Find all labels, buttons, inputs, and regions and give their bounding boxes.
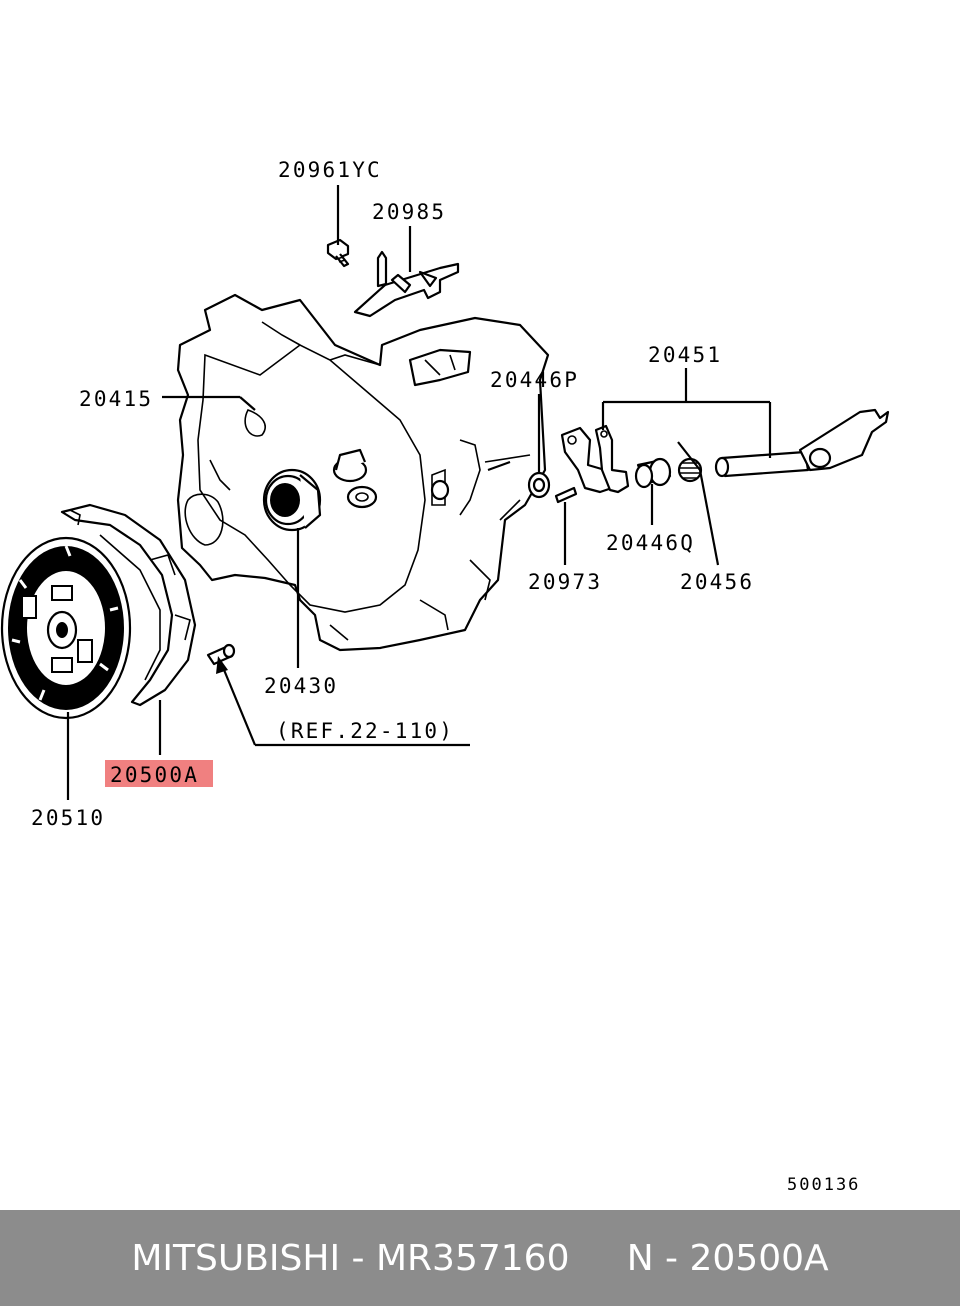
highlight-box [105, 760, 213, 787]
pilot-part [206, 643, 236, 666]
label-20510: 20510 [31, 806, 105, 830]
leader-lines [66, 185, 772, 800]
label-20415: 20415 [79, 387, 153, 411]
label-20985: 20985 [372, 200, 446, 224]
bushing-part [634, 457, 672, 489]
label-20961yc: 20961YC [278, 158, 382, 182]
label-20446q: 20446Q [606, 531, 695, 555]
label-20446p: 20446P [490, 368, 579, 392]
label-ref: (REF.22-110) [276, 719, 454, 743]
footer-callout: N - 20500A [626, 1237, 829, 1279]
label-20451: 20451 [648, 343, 722, 367]
pin-part [554, 486, 578, 504]
bracket-part [353, 250, 460, 318]
release-bearing-part [262, 468, 322, 532]
label-20430: 20430 [264, 674, 338, 698]
clutch-cover-part [60, 503, 197, 707]
footer-sep: - [340, 1237, 376, 1279]
label-20500a: 20500A [110, 763, 199, 787]
spring-part [677, 457, 703, 483]
footer-gap [569, 1238, 626, 1279]
bolt-part [326, 238, 350, 268]
diagram-code: 500136 [787, 1175, 860, 1195]
label-20973: 20973 [528, 570, 602, 594]
oil-seal-part [527, 471, 551, 499]
release-shaft-part [714, 408, 890, 478]
parts-diagram: 20961YC 20985 20451 20446P 20415 20446Q … [0, 158, 890, 1195]
label-20456: 20456 [680, 570, 754, 594]
footer-part-number: MR357160 [375, 1237, 570, 1279]
lever-bracket-part [560, 424, 630, 494]
clutch-disc-part [0, 536, 132, 720]
footer-bar: MITSUBISHI - MR357160 N - 20500A [0, 1210, 960, 1306]
clutch-housing-part [176, 293, 550, 652]
footer-brand: MITSUBISHI [131, 1237, 341, 1279]
